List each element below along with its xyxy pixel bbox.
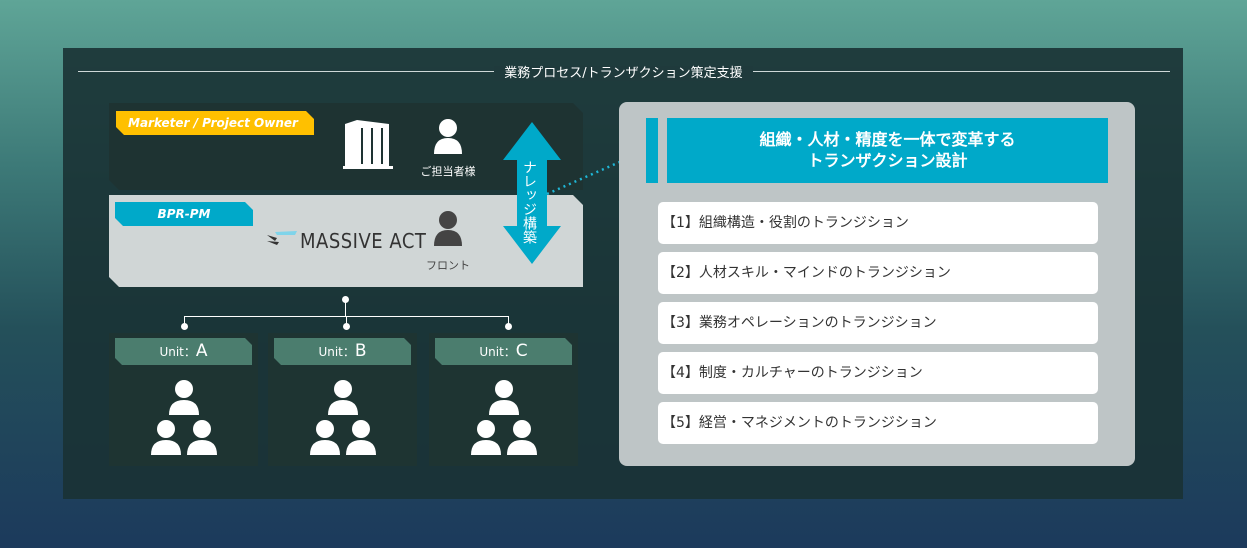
heading-line: トランザクション設計: [807, 151, 968, 170]
massive-act-logo-mark: [267, 231, 297, 245]
panel-heading: 組織・人材・精度を一体で変革する トランザクション設計: [667, 118, 1108, 183]
unit-tag: Unit：C: [435, 338, 572, 365]
tree-line: [184, 316, 185, 326]
tree-node: [505, 323, 512, 330]
page-title-text: 業務プロセス/トランザクション策定支援: [494, 66, 753, 81]
team-icon: [310, 380, 376, 455]
unit-prefix: Unit：: [479, 345, 516, 359]
unit-c-box: Unit：C: [429, 333, 578, 466]
knowledge-label: ナレッジ構築: [521, 160, 537, 244]
tree-line: [346, 316, 347, 326]
page-title: 業務プロセス/トランザクション策定支援: [0, 62, 1247, 81]
unit-b-box: Unit：B: [268, 333, 417, 466]
front-person-label: フロント: [426, 259, 470, 272]
transition-item: 【4】制度・カルチャーのトランジション: [658, 352, 1098, 394]
unit-letter: A: [195, 341, 208, 361]
unit-prefix: Unit：: [159, 345, 196, 359]
transition-item: 【2】人材スキル・マインドのトランジション: [658, 252, 1098, 294]
transition-item: 【5】経営・マネジメントのトランジション: [658, 402, 1098, 444]
bpr-tag: BPR-PM: [115, 202, 253, 226]
transition-panel: 組織・人材・精度を一体で変革する トランザクション設計 【1】組織構造・役割のト…: [619, 102, 1135, 466]
unit-tag: Unit：B: [274, 338, 411, 365]
client-tag: Marketer / Project Owner: [116, 111, 314, 135]
building-icon: [343, 120, 393, 169]
tree-node: [343, 323, 350, 330]
tree-node: [342, 296, 349, 303]
person-icon: [434, 211, 462, 246]
heading-accent-bar: [646, 118, 658, 183]
team-icon: [471, 380, 537, 455]
team-icon: [151, 380, 217, 455]
unit-prefix: Unit：: [318, 345, 355, 359]
transition-item: 【3】業務オペレーションのトランジション: [658, 302, 1098, 344]
double-arrow-icon: [503, 122, 561, 264]
unit-letter: B: [354, 341, 367, 361]
unit-letter: C: [515, 341, 528, 361]
tree-line: [345, 300, 346, 316]
person-icon: [434, 119, 462, 154]
unit-a-box: Unit：A: [109, 333, 258, 466]
massive-act-logo: MASSIVE ACT: [300, 229, 427, 253]
tree-line: [508, 316, 509, 326]
transition-item: 【1】組織構造・役割のトランジション: [658, 202, 1098, 244]
unit-tag: Unit：A: [115, 338, 252, 365]
heading-line: 組織・人材・精度を一体で変革する: [759, 130, 1016, 149]
tree-node: [181, 323, 188, 330]
client-person-label: ご担当者様: [420, 165, 476, 178]
